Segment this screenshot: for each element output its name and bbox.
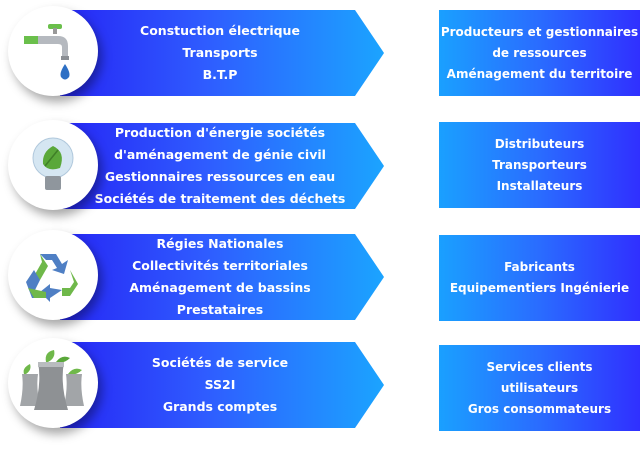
- text-line: Production d'énergie sociétés: [114, 125, 326, 140]
- text-line: Transporteurs: [492, 157, 587, 172]
- text-line: Grands comptes: [162, 399, 278, 414]
- text-line: B.T.P: [202, 67, 238, 82]
- target-box-4: Services clients utilisateurs Gros conso…: [439, 345, 640, 431]
- icon-circle-4: [8, 338, 98, 428]
- text-line: SS2I: [204, 377, 236, 392]
- text-line: d'aménagement de génie civil: [114, 147, 326, 162]
- text-line: Gestionnaires ressources en eau: [104, 169, 336, 184]
- text-line: Sociétés de service: [151, 355, 289, 370]
- text-line: Constuction électrique: [140, 23, 300, 38]
- text-line: Services clients: [486, 359, 593, 374]
- text-line: Aménagement du territoire: [446, 66, 633, 81]
- target-box-1: Producteurs et gestionnaires de ressourc…: [439, 10, 640, 96]
- text-line: Producteurs et gestionnaires: [440, 24, 639, 39]
- cooling-towers-icon: [20, 350, 84, 410]
- text-line: Collectivités territoriales: [132, 258, 308, 273]
- arrow-text-1: Constuction électrique Transports B.T.P: [60, 10, 360, 96]
- text-line: Aménagement de bassins: [129, 280, 311, 295]
- arrow-text-2: Production d'énergie sociétés d'aménagem…: [60, 123, 360, 209]
- arrow-band-2: [60, 123, 384, 209]
- target-box-3: Fabricants Equipementiers Ingénierie: [439, 235, 640, 321]
- arrow-band-1: [60, 10, 384, 96]
- target-box-2: Distributeurs Transporteurs Installateur…: [439, 122, 640, 208]
- icon-circle-1: [8, 6, 98, 96]
- faucet-icon: [24, 24, 70, 80]
- text-line: Transports: [182, 45, 258, 60]
- text-line: Sociétés de traitement des déchets: [94, 191, 346, 206]
- arrow-text-3: Régies Nationales Collectivités territor…: [60, 234, 360, 320]
- arrow-band-3: [60, 234, 384, 320]
- text-line: Fabricants: [504, 260, 575, 274]
- icon-circle-3: [8, 230, 98, 320]
- recycle-icon: [26, 254, 78, 302]
- arrow-text-4: Sociétés de service SS2I Grands comptes: [60, 342, 360, 428]
- text-line: utilisateurs: [500, 380, 579, 395]
- lightbulb-leaf-icon: [32, 137, 74, 190]
- arrow-band-4: [60, 342, 384, 428]
- text-line: Gros consommateurs: [467, 401, 612, 416]
- text-line: Prestataires: [176, 302, 264, 317]
- text-line: Distributeurs: [494, 136, 585, 151]
- text-line: Régies Nationales: [156, 236, 284, 251]
- text-line: Equipementiers Ingénierie: [449, 281, 630, 295]
- text-line: de ressources: [492, 45, 587, 60]
- icon-circle-2: [8, 120, 98, 210]
- text-line: Installateurs: [496, 178, 583, 193]
